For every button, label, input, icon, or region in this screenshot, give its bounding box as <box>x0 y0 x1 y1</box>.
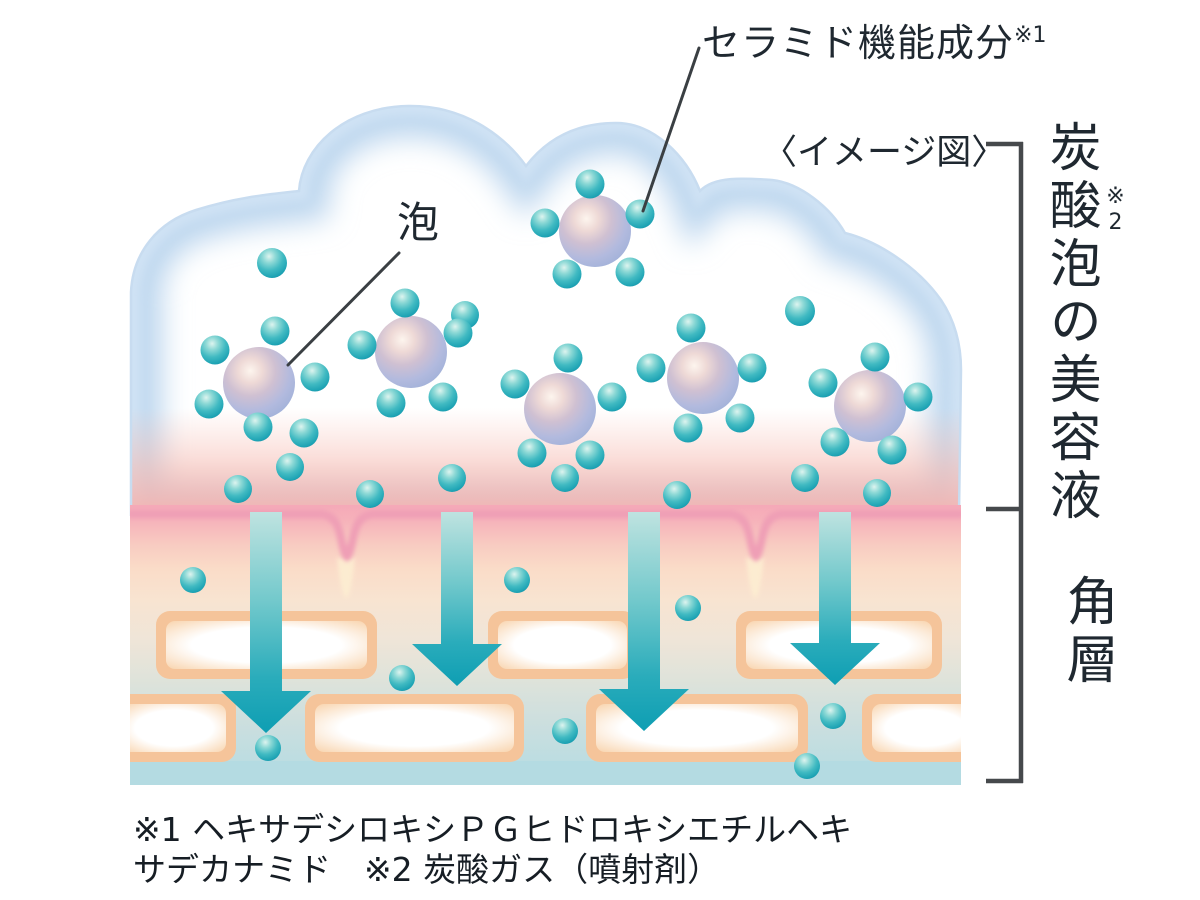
ceramide-sphere <box>223 347 295 419</box>
co2-bubble <box>725 403 755 433</box>
co2-bubble <box>552 259 582 289</box>
co2-bubble <box>636 353 666 383</box>
foam-cluster <box>636 313 767 443</box>
ceramide-label-text: セラミド機能成分 <box>702 21 1015 65</box>
footnote-line-2: サデカナミド ※2 炭酸ガス（噴射剤） <box>133 850 721 890</box>
footnote-line-1: ※1 ヘキサデシロキシＰＧヒドロキシエチルヘキ <box>133 810 853 849</box>
ceramide-sphere <box>834 370 906 442</box>
co2-bubble <box>903 382 933 412</box>
deep-layer-band <box>130 761 961 785</box>
co2-bubble <box>676 313 706 343</box>
co2-bubble <box>194 389 224 419</box>
co2-bubble <box>428 382 458 412</box>
co2-bubble <box>575 169 605 199</box>
footnote: ※1 ヘキサデシロキシＰＧヒドロキシエチルヘキ サデカナミド ※2 炭酸ガス（噴… <box>133 810 953 891</box>
co2-bubble <box>443 318 473 348</box>
co2-bubble <box>877 435 907 465</box>
penetration-arrow <box>412 512 502 686</box>
pore-glow <box>746 558 764 598</box>
co2-bubble <box>243 412 273 442</box>
co2-bubble <box>300 362 330 392</box>
ceramide-sphere <box>375 316 447 388</box>
co2-bubble <box>551 464 579 492</box>
ceramide-pointer-line <box>641 46 701 213</box>
skin-cell <box>488 611 637 679</box>
co2-bubble <box>791 464 819 492</box>
co2-bubble <box>347 330 377 360</box>
co2-bubble <box>820 427 850 457</box>
penetration-arrow <box>790 512 880 685</box>
ceramide-label: セラミド機能成分※1 <box>702 12 1046 67</box>
pore-glow <box>337 558 355 598</box>
serum-footnote-marker: ※2 <box>1103 184 1128 236</box>
co2-bubble <box>257 248 287 278</box>
ceramide-sphere <box>667 342 739 414</box>
ceramide-footnote-marker: ※1 <box>1014 23 1047 48</box>
co2-bubble <box>180 567 206 593</box>
penetration-arrow <box>221 512 311 733</box>
foam-cluster <box>808 342 933 465</box>
co2-bubble <box>673 413 703 443</box>
co2-bubble <box>276 453 304 481</box>
co2-bubble <box>500 369 530 399</box>
cloud-outline <box>129 104 963 517</box>
foam-pointer-line <box>286 251 401 367</box>
co2-bubble <box>224 475 252 503</box>
stratum-corneum-label: 角層 <box>1057 574 1117 690</box>
co2-bubble <box>390 288 420 318</box>
co2-bubble <box>785 296 815 326</box>
skin-cell <box>862 694 961 762</box>
co2-bubble <box>289 418 319 448</box>
penetration-arrows <box>221 512 880 733</box>
co2-bubble <box>597 382 627 412</box>
foam-cluster <box>347 288 473 418</box>
co2-bubble <box>530 208 560 238</box>
skin-cell-row-2 <box>130 694 961 762</box>
co2-bubble <box>260 316 290 346</box>
foam-label: 泡 <box>397 198 440 247</box>
co2-bubble <box>255 735 281 761</box>
co2-bubble <box>663 481 691 509</box>
foam-cluster <box>530 169 655 289</box>
co2-bubble <box>794 753 820 779</box>
foam-clusters <box>194 169 933 470</box>
co2-bubble <box>517 438 547 468</box>
co2-bubble <box>389 665 415 691</box>
co2-bubble <box>575 440 605 470</box>
co2-bubble <box>860 342 890 372</box>
stratum-corneum <box>130 505 961 785</box>
co2-bubble <box>438 464 466 492</box>
skin-cell <box>305 694 524 762</box>
penetration-arrow <box>599 512 689 731</box>
co2-bubble <box>553 343 583 373</box>
image-note-label: 〈イメージ図〉 <box>762 133 1007 173</box>
skin-cell <box>130 694 236 762</box>
co2-bubble <box>808 368 838 398</box>
co2-bubble <box>615 257 645 287</box>
co2-bubble <box>200 335 230 365</box>
co2-bubble <box>675 595 701 621</box>
side-bracket <box>986 141 1024 784</box>
co2-bubble <box>820 703 846 729</box>
skin-surface-line <box>130 510 961 562</box>
co2-bubble <box>552 718 578 744</box>
co2-bubble <box>625 199 655 229</box>
ceramide-sphere <box>524 373 596 445</box>
co2-bubble <box>737 353 767 383</box>
bubbles-in-skin <box>180 567 846 779</box>
co2-bubble <box>356 480 384 508</box>
foam-cluster <box>194 316 330 448</box>
foam-cluster <box>500 343 627 470</box>
serum-label: 炭酸泡の美容液 <box>1040 120 1101 526</box>
ceramide-sphere <box>559 195 631 267</box>
co2-bubble <box>863 479 891 507</box>
co2-bubble <box>376 388 406 418</box>
co2-bubble <box>504 567 530 593</box>
loose-bubbles <box>224 248 891 509</box>
